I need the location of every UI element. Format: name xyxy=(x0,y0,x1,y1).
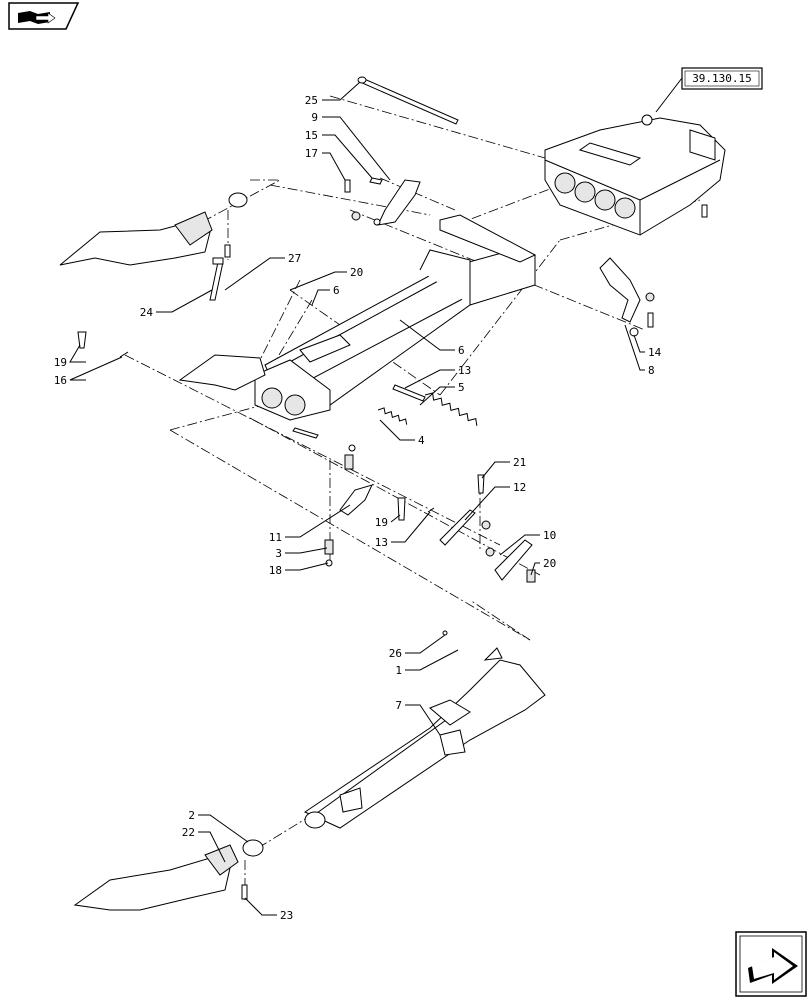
reference-box-text: 39.130.15 xyxy=(692,72,752,85)
callout-8: 8 xyxy=(648,364,655,377)
callout-11: 11 xyxy=(269,531,282,544)
reference-box[interactable]: 39.130.15 xyxy=(655,67,763,113)
callout-10: 10 xyxy=(543,529,556,542)
callout-27: 27 xyxy=(288,252,301,265)
callout-7: 7 xyxy=(395,699,402,712)
main-tube-assembly xyxy=(254,214,537,421)
small-fasteners-top xyxy=(344,177,655,328)
callout-22: 22 xyxy=(182,826,195,839)
callout-24: 24 xyxy=(140,306,154,319)
callout-21: 21 xyxy=(513,456,526,469)
guard-middle-left xyxy=(178,354,266,391)
callout-6b: 6 xyxy=(458,344,465,357)
callout-6a: 6 xyxy=(333,284,340,297)
bolt-19-left xyxy=(77,331,129,358)
guard-top-left xyxy=(59,192,248,266)
callout-13a: 13 xyxy=(458,364,471,377)
callout-20a: 20 xyxy=(350,266,363,279)
callout-labels: 25 9 15 17 27 20 6 24 6 19 16 13 5 14 8 … xyxy=(54,94,662,922)
callout-26: 26 xyxy=(389,647,402,660)
callout-9: 9 xyxy=(311,111,318,124)
callout-19a: 19 xyxy=(54,356,67,369)
leader-lines xyxy=(69,81,645,916)
rod-part xyxy=(357,76,459,125)
callout-25: 25 xyxy=(305,94,318,107)
next-page-arrow-icon[interactable] xyxy=(735,931,807,997)
callout-4: 4 xyxy=(418,434,425,447)
callout-14: 14 xyxy=(648,346,662,359)
gearbox-housing xyxy=(544,114,726,236)
callout-5: 5 xyxy=(458,381,465,394)
callout-3: 3 xyxy=(275,547,282,560)
guard-bottom-left xyxy=(73,839,264,911)
callout-2: 2 xyxy=(188,809,195,822)
callout-13b: 13 xyxy=(375,536,388,549)
callout-17: 17 xyxy=(305,147,318,160)
callout-1: 1 xyxy=(395,664,402,677)
pin-24 xyxy=(209,257,224,301)
callout-12: 12 xyxy=(513,481,526,494)
callout-18: 18 xyxy=(269,564,282,577)
bottom-tube-assembly xyxy=(303,630,546,829)
callout-23: 23 xyxy=(280,909,293,922)
callout-15: 15 xyxy=(305,129,318,142)
callout-19b: 19 xyxy=(375,516,388,529)
callout-16: 16 xyxy=(54,374,67,387)
callout-20b: 20 xyxy=(543,557,556,570)
lower-brackets xyxy=(324,444,536,583)
springs xyxy=(292,384,478,439)
book-navigation-icon[interactable] xyxy=(8,2,80,30)
bracket-9 xyxy=(373,179,421,226)
bracket-8 xyxy=(599,257,641,337)
